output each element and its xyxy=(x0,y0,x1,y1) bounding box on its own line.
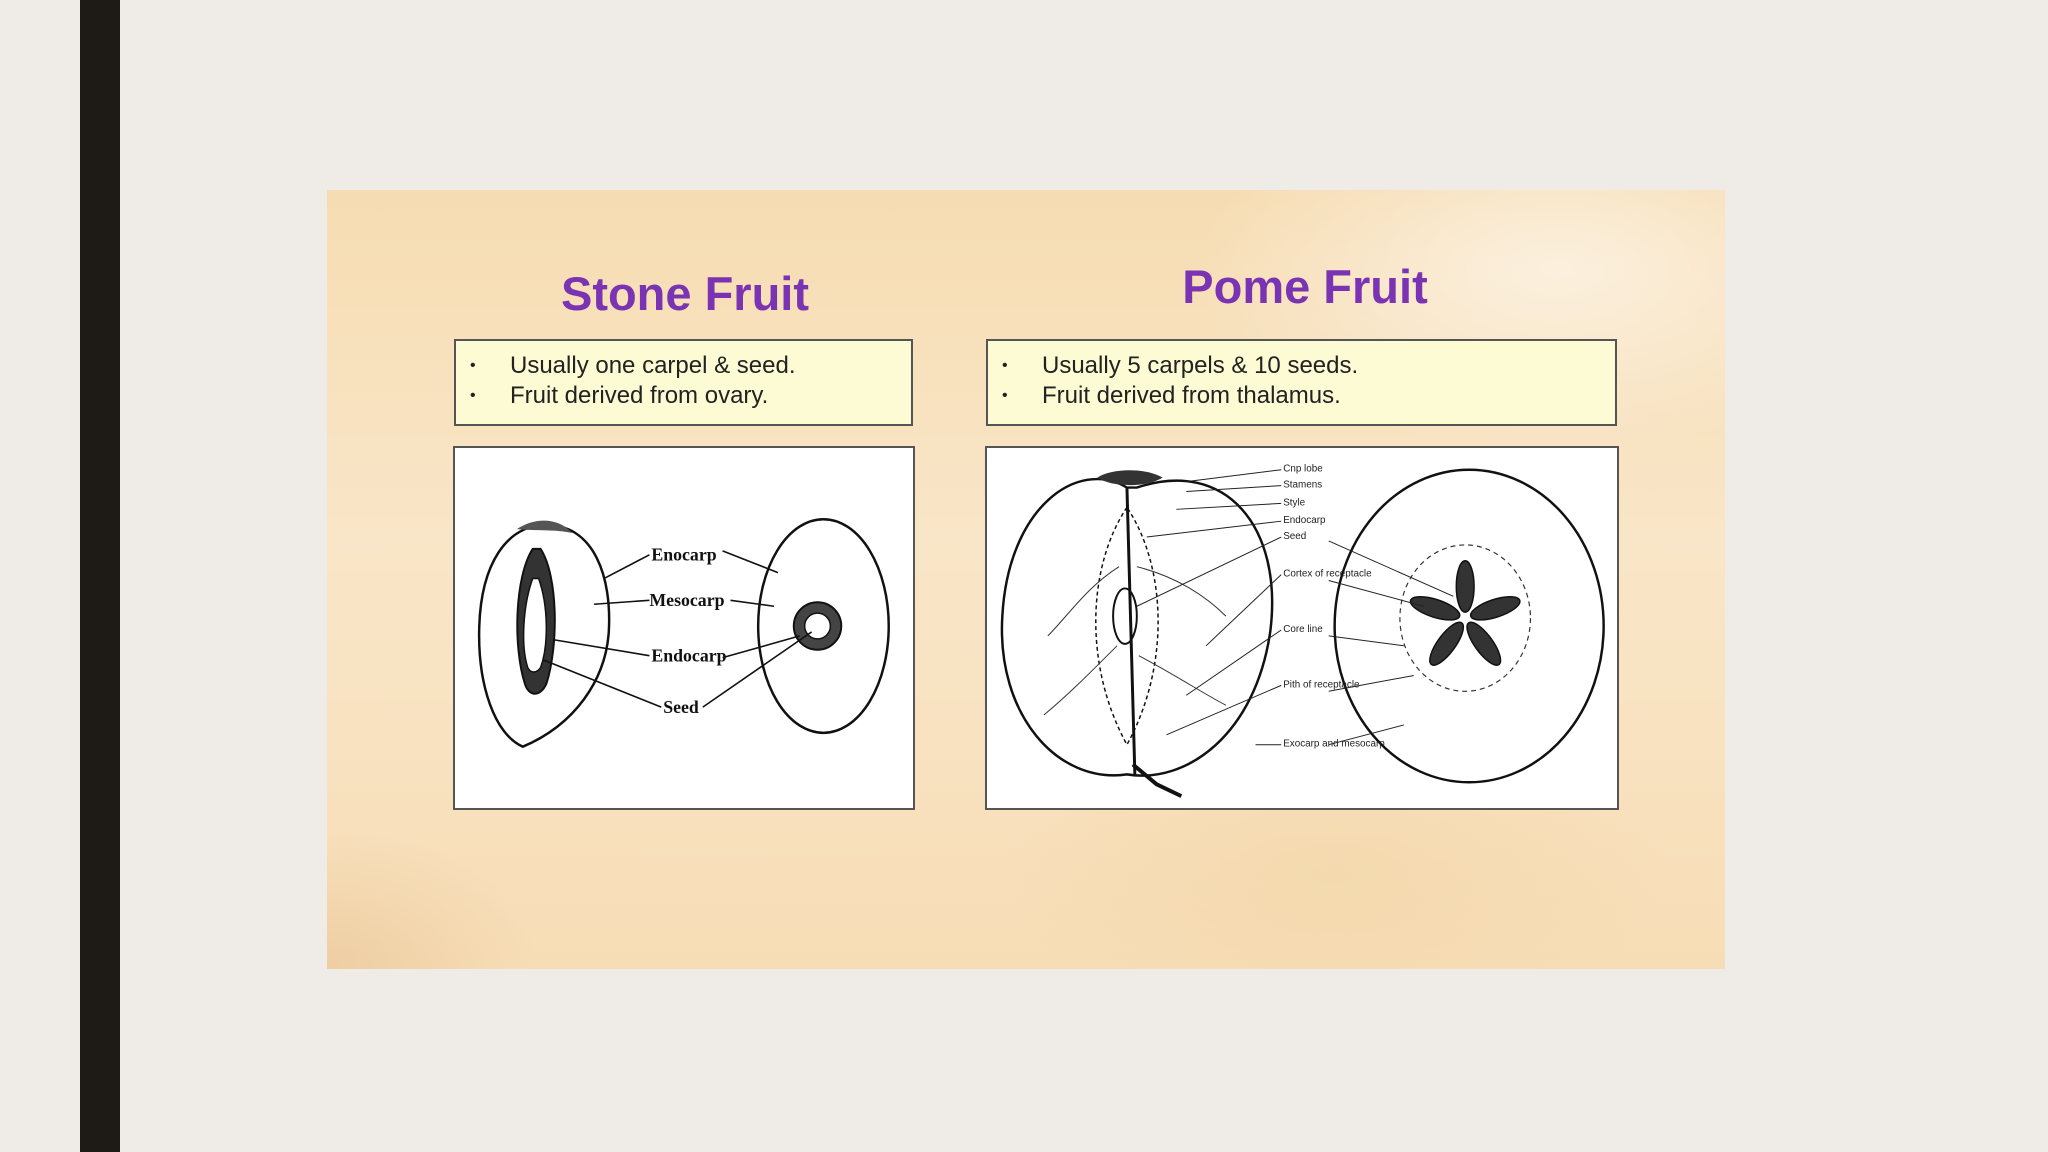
stone-stalk-cavity xyxy=(516,520,573,534)
pome-stalk xyxy=(1131,762,1183,798)
pome-calyx xyxy=(1097,470,1163,486)
stone-longitudinal-section xyxy=(477,523,611,749)
pome-label-endocarp: Endocarp xyxy=(1283,515,1326,526)
stone-fruit-info-box: •Usually one carpel & seed. •Fruit deriv… xyxy=(454,339,913,426)
stone-fruit-diagram: Enocarp Mesocarp Endocarp Seed xyxy=(453,446,915,810)
stone-fruit-drawing: Enocarp Mesocarp Endocarp Seed xyxy=(477,517,890,749)
pome-carpel-star xyxy=(1409,560,1521,666)
pome-leader-lines xyxy=(1136,469,1454,746)
pome-bullet-1: •Usually 5 carpels & 10 seeds. xyxy=(1002,352,1359,379)
pome-core-line xyxy=(1095,506,1159,747)
sidebar-accent-bar xyxy=(80,0,120,1152)
pome-vascular-strands xyxy=(1043,566,1227,716)
pome-label-stamens: Stamens xyxy=(1283,480,1322,491)
pome-fruit-diagram: Cnp lobe Stamens Style Endocarp Seed Cor… xyxy=(985,446,1619,810)
label-seed: Seed xyxy=(663,697,699,717)
label-endocarp: Endocarp xyxy=(651,646,726,666)
pome-fruit-drawing: Cnp lobe Stamens Style Endocarp Seed Cor… xyxy=(1000,464,1605,798)
pome-label-exocarp: Exocarp and mesocarp xyxy=(1283,739,1385,750)
pome-seed-longitudinal xyxy=(1112,587,1138,645)
pome-label-calyx-lobe: Cnp lobe xyxy=(1283,464,1323,475)
pome-label-cortex: Cortex of receptacle xyxy=(1283,569,1372,580)
pome-fruit-info-box: •Usually 5 carpels & 10 seeds. •Fruit de… xyxy=(986,339,1617,426)
pome-central-axis xyxy=(1125,487,1137,775)
pome-label-core-line: Core line xyxy=(1283,624,1323,635)
label-mesocarp: Mesocarp xyxy=(649,590,724,610)
stone-bullet-1: •Usually one carpel & seed. xyxy=(470,352,796,379)
stone-fruit-title: Stone Fruit xyxy=(560,267,810,320)
stone-transverse-section xyxy=(756,517,890,735)
pome-label-pith: Pith of receptacle xyxy=(1283,679,1360,690)
label-epicarp: Enocarp xyxy=(651,545,716,565)
pome-fruit-title: Pome Fruit xyxy=(1182,260,1428,313)
pome-label-style: Style xyxy=(1283,497,1305,508)
pome-longitudinal-section xyxy=(1000,477,1274,777)
stone-seed-section xyxy=(522,577,548,673)
stone-bullet-2: •Fruit derived from ovary. xyxy=(470,382,769,409)
pome-bullet-2: •Fruit derived from thalamus. xyxy=(1002,382,1341,409)
pome-transverse-section xyxy=(1333,468,1605,784)
pome-label-seed: Seed xyxy=(1283,531,1306,542)
